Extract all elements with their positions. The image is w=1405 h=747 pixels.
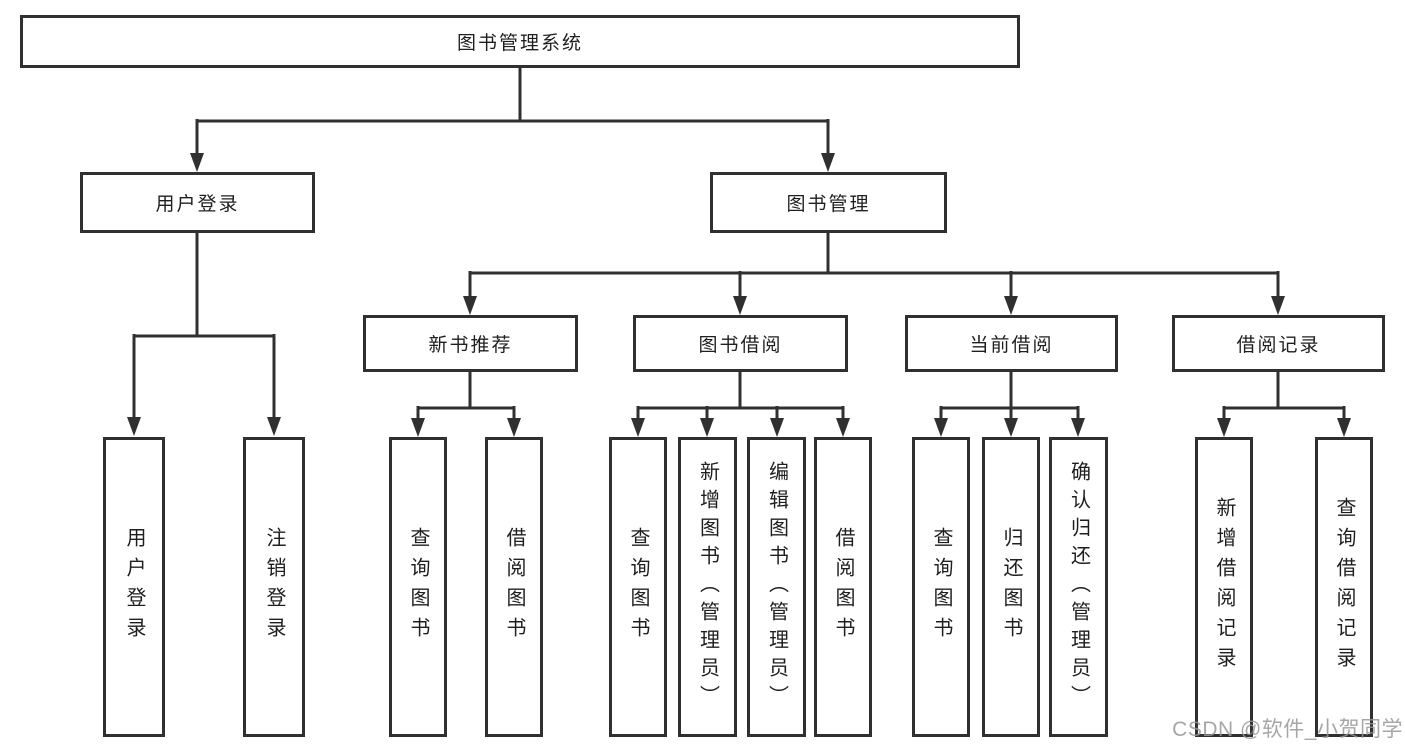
arrow-down-icon [127, 417, 141, 436]
leaf-return-books: 归还图书 [982, 437, 1040, 737]
leaf-confirm-return-admin: 确认归还（管理员） [1049, 437, 1108, 737]
arrow-down-icon [700, 418, 714, 437]
arrow-down-icon [267, 417, 281, 436]
node-current-borrow: 当前借阅 [905, 315, 1118, 372]
node-new-book-recommend: 新书推荐 [363, 315, 578, 372]
arrow-down-icon [1004, 296, 1018, 315]
arrow-down-icon [836, 418, 850, 437]
leaf-add-borrow-record: 新增借阅记录 [1195, 437, 1253, 737]
arrow-down-icon [463, 296, 477, 315]
node-borrow-records: 借阅记录 [1172, 315, 1385, 372]
arrow-down-icon [770, 418, 784, 437]
arrow-down-icon [1337, 418, 1351, 437]
leaf-borrow-books-2: 借阅图书 [814, 437, 872, 737]
node-user-login: 用户登录 [80, 172, 315, 233]
arrow-down-icon [934, 418, 948, 437]
arrow-down-icon [631, 418, 645, 437]
node-book-management: 图书管理 [710, 172, 947, 233]
arrow-down-icon [411, 418, 425, 437]
leaf-logout: 注销登录 [243, 437, 305, 737]
arrow-down-icon [733, 296, 747, 315]
arrow-down-icon [1217, 418, 1231, 437]
leaf-edit-books-admin: 编辑图书（管理员） [747, 437, 806, 737]
arrow-down-icon [1271, 296, 1285, 315]
leaf-query-books-2: 查询图书 [609, 437, 667, 737]
leaf-user-login: 用户登录 [103, 437, 165, 737]
arrow-down-icon [1071, 418, 1085, 437]
leaf-query-books-3: 查询图书 [912, 437, 970, 737]
node-root-library-system: 图书管理系统 [20, 15, 1020, 68]
leaf-query-borrow-record: 查询借阅记录 [1315, 437, 1373, 737]
leaf-query-books-1: 查询图书 [389, 437, 447, 737]
leaf-add-books-admin: 新增图书（管理员） [678, 437, 737, 737]
leaf-borrow-books-1: 借阅图书 [485, 437, 543, 737]
arrow-down-icon [190, 153, 204, 172]
arrow-down-icon [1004, 418, 1018, 437]
csdn-watermark: CSDN @软件_小贺同学 [1172, 718, 1403, 741]
arrow-down-icon [821, 153, 835, 172]
arrow-down-icon [507, 418, 521, 437]
node-book-borrow: 图书借阅 [633, 315, 848, 372]
